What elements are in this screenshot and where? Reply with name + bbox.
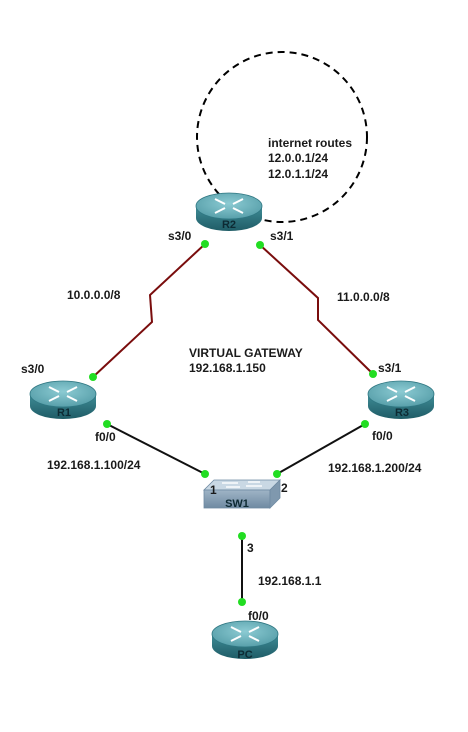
internet-cloud bbox=[196, 51, 368, 223]
router-r2[interactable]: R2 bbox=[195, 192, 263, 231]
serial-link-r2-r3[interactable] bbox=[259, 244, 374, 375]
network-left-serial: 10.0.0.0/8 bbox=[67, 288, 121, 302]
ethernet-link-r3-sw1[interactable] bbox=[276, 423, 366, 475]
pc-host[interactable]: PC bbox=[211, 620, 279, 661]
iface-sw1-2: 2 bbox=[281, 481, 288, 495]
iface-r1-f00: f0/0 bbox=[95, 430, 116, 444]
router-r1[interactable]: R1 bbox=[29, 380, 97, 419]
router-r3-label: R3 bbox=[395, 407, 409, 419]
port-dot-sw1-1 bbox=[201, 470, 209, 478]
port-dot-sw1-2 bbox=[273, 470, 281, 478]
port-dot-r3-s31 bbox=[369, 370, 377, 378]
internet-route-1: 12.0.0.1/24 bbox=[268, 151, 328, 165]
router-r1-label: R1 bbox=[57, 407, 71, 419]
port-dot-r1-s30 bbox=[89, 373, 97, 381]
ethernet-link-r1-sw1[interactable] bbox=[106, 423, 206, 475]
pc-ip-address: 192.168.1.1 bbox=[258, 574, 322, 588]
router-r3[interactable]: R3 bbox=[367, 380, 435, 419]
r3-ip-address: 192.168.1.200/24 bbox=[328, 461, 422, 475]
iface-sw1-1: 1 bbox=[210, 483, 217, 497]
switch-sw1-label: SW1 bbox=[225, 498, 249, 510]
port-dot-r2-s31 bbox=[256, 241, 264, 249]
pc-label: PC bbox=[237, 649, 252, 661]
iface-r3-f00: f0/0 bbox=[372, 429, 393, 443]
port-dot-r1-f00 bbox=[103, 420, 111, 428]
port-dot-sw1-3 bbox=[238, 532, 246, 540]
router-r2-label: R2 bbox=[222, 219, 236, 231]
iface-pc-f00: f0/0 bbox=[248, 609, 269, 623]
virtual-gateway-title: VIRTUAL GATEWAY bbox=[189, 346, 303, 360]
port-dot-r2-s30 bbox=[201, 240, 209, 248]
port-dot-pc-f00 bbox=[238, 598, 246, 606]
iface-r2-s31: s3/1 bbox=[270, 229, 294, 243]
iface-sw1-3: 3 bbox=[247, 541, 254, 555]
internet-routes-title: internet routes bbox=[268, 136, 352, 150]
iface-r3-s31: s3/1 bbox=[378, 361, 402, 375]
iface-r2-s30: s3/0 bbox=[168, 229, 192, 243]
network-right-serial: 11.0.0.0/8 bbox=[337, 290, 390, 304]
serial-link-r1-r2[interactable] bbox=[92, 243, 206, 378]
port-dot-r3-f00 bbox=[361, 420, 369, 428]
switch-sw1[interactable]: SW1 bbox=[203, 479, 281, 510]
internet-route-2: 12.0.1.1/24 bbox=[268, 167, 328, 181]
virtual-gateway-ip: 192.168.1.150 bbox=[189, 361, 266, 375]
iface-r1-s30: s3/0 bbox=[21, 362, 45, 376]
r1-ip-address: 192.168.1.100/24 bbox=[47, 458, 141, 472]
